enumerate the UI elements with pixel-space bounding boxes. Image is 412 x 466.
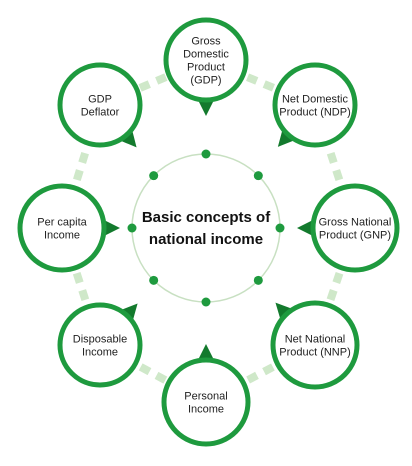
- ring-dot: [201, 297, 211, 307]
- connector-dash: [73, 169, 84, 182]
- connector-dash: [262, 363, 275, 376]
- per-capita-income-ring: [17, 183, 107, 273]
- center-title-line1: Basic concepts of: [142, 209, 271, 226]
- gdp-deflator-label-line: Deflator: [81, 107, 120, 119]
- gnp-ring: [310, 183, 400, 273]
- ndp-ring: [272, 62, 358, 148]
- ring-dot: [149, 275, 159, 285]
- ring-dot: [149, 171, 159, 181]
- connector-dash: [246, 73, 259, 85]
- gdp-deflator-label-line: GDP: [88, 94, 112, 106]
- personal-income-ring: [161, 357, 251, 447]
- disposable-income-ring: [57, 302, 143, 388]
- ring-dot: [201, 149, 211, 159]
- gdp-label-line: Product: [187, 62, 225, 74]
- gdp-label-line: Gross: [191, 36, 221, 48]
- personal-income-label-line: Income: [188, 404, 224, 416]
- connector-dash: [332, 169, 344, 182]
- center-dots: [127, 149, 285, 307]
- gnp-label-line: Product (GNP): [319, 230, 391, 242]
- ring-dot: [127, 223, 137, 233]
- connector-dash: [246, 371, 259, 384]
- ring-dot: [253, 275, 263, 285]
- connector-dash: [155, 73, 168, 85]
- gdp-label-line: Domestic: [183, 49, 229, 61]
- gdp-label-line: (GDP): [190, 75, 221, 87]
- connector-dash: [72, 271, 84, 284]
- center-title: Basic concepts of national income: [142, 209, 271, 248]
- gnp-label-line: Gross National: [319, 217, 392, 229]
- connector-dash: [326, 288, 338, 302]
- connector-ring: [72, 73, 344, 384]
- connector-dash: [78, 289, 90, 302]
- connector-dash: [138, 80, 151, 92]
- ring-dot: [253, 171, 263, 181]
- ring-dot: [275, 223, 285, 233]
- per-capita-income-label-line: Income: [44, 230, 80, 242]
- personal-income-label-line: Personal: [184, 391, 227, 403]
- disposable-income-label-line: Income: [82, 347, 118, 359]
- per-capita-income-label-line: Per capita: [37, 217, 87, 229]
- connector-dash: [154, 371, 168, 384]
- connector-dash: [138, 363, 152, 376]
- ndp-label-line: Product (NDP): [279, 107, 351, 119]
- connector-dash: [78, 151, 89, 164]
- connector-dash: [326, 151, 338, 164]
- ndp-label-line: Net Domestic: [282, 94, 349, 106]
- nnp-label-line: Net National: [285, 334, 346, 346]
- gdp-ring: [163, 17, 249, 103]
- nnp-label-line: Product (NNP): [279, 347, 351, 359]
- center-title-line2: national income: [149, 231, 263, 248]
- connector-dash: [262, 80, 275, 92]
- connector-dash: [332, 271, 344, 285]
- disposable-income-label-line: Disposable: [73, 334, 127, 346]
- gdp-deflator-ring: [57, 62, 143, 148]
- nnp-ring: [270, 300, 360, 390]
